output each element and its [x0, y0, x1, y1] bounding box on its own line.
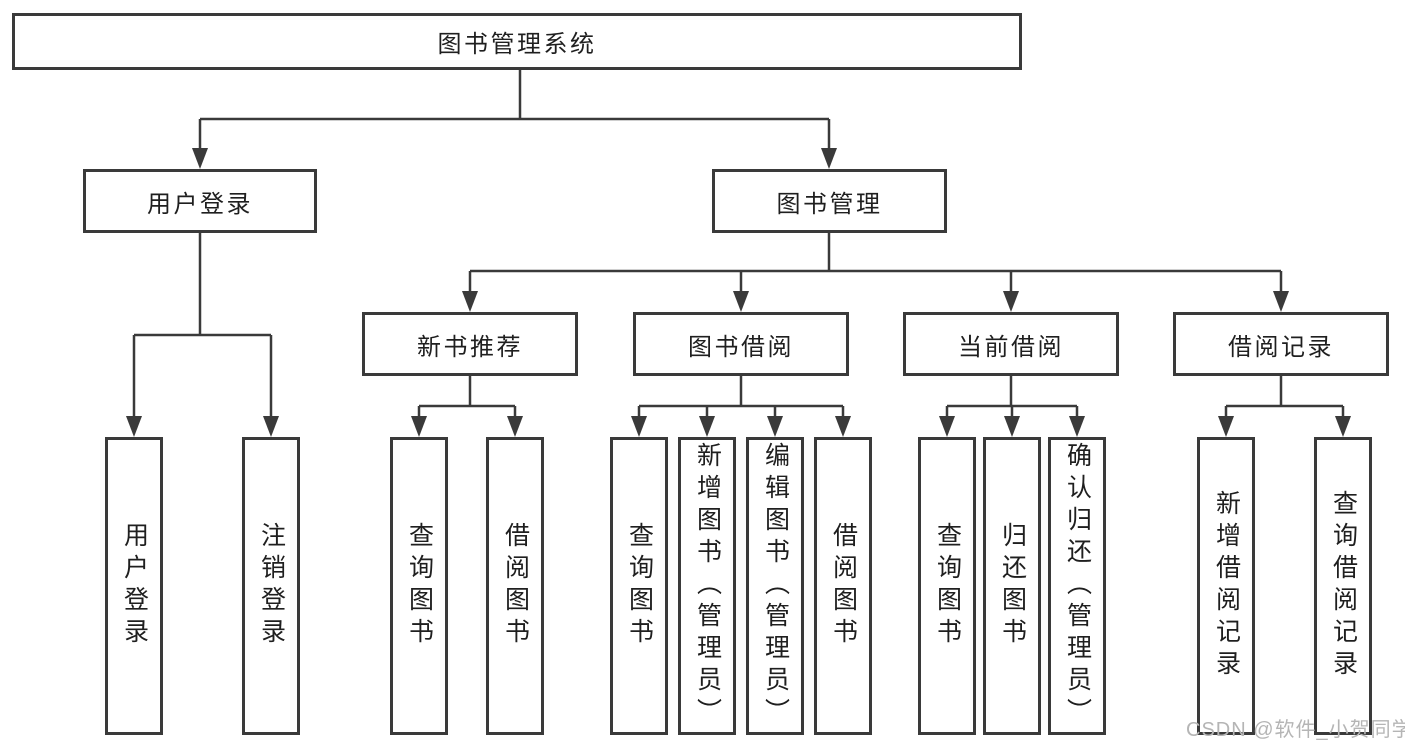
leaf-newbook-borrow: 借阅图书: [486, 437, 544, 735]
node-book-management: 图书管理: [712, 169, 947, 233]
leaf-newbook-query: 查询图书: [390, 437, 448, 735]
leaf-user-login-label: 用户登录: [120, 522, 149, 650]
leaf-user-login: 用户登录: [105, 437, 163, 735]
node-current-borrow-label: 当前借阅: [958, 333, 1064, 361]
leaf-current-confirm: 确认归还（管理员）: [1048, 437, 1106, 735]
leaf-borrow-query: 查询图书: [610, 437, 668, 735]
leaf-current-query-label: 查询图书: [933, 522, 962, 650]
node-new-book-recommend: 新书推荐: [362, 312, 578, 376]
leaf-borrow-query-label: 查询图书: [625, 522, 654, 650]
node-borrow-records: 借阅记录: [1173, 312, 1389, 376]
leaf-records-add: 新增借阅记录: [1197, 437, 1255, 735]
leaf-current-query: 查询图书: [918, 437, 976, 735]
node-system: 图书管理系统: [12, 13, 1022, 70]
leaf-current-confirm-label: 确认归还（管理员）: [1063, 442, 1092, 730]
arrowheads: [126, 148, 1351, 437]
node-new-book-recommend-label: 新书推荐: [417, 333, 523, 361]
leaf-borrow-borrow: 借阅图书: [814, 437, 872, 735]
leaf-logout: 注销登录: [242, 437, 300, 735]
leaf-borrow-edit-label: 编辑图书（管理员）: [761, 442, 790, 730]
node-book-management-label: 图书管理: [776, 190, 883, 218]
node-borrow-records-label: 借阅记录: [1228, 333, 1334, 361]
leaf-borrow-borrow-label: 借阅图书: [829, 522, 858, 650]
leaf-records-query-label: 查询借阅记录: [1329, 490, 1358, 682]
node-login-module-label: 用户登录: [147, 190, 253, 218]
node-login-module: 用户登录: [83, 169, 317, 233]
leaf-newbook-borrow-label: 借阅图书: [501, 522, 530, 650]
leaf-current-return-label: 归还图书: [998, 522, 1027, 650]
leaf-borrow-add-label: 新增图书（管理员）: [693, 442, 722, 730]
node-system-label: 图书管理系统: [437, 31, 597, 58]
csdn-watermark: CSDN @软件_小贺同学: [1186, 719, 1405, 741]
leaf-borrow-add: 新增图书（管理员）: [678, 437, 736, 735]
leaf-newbook-query-label: 查询图书: [405, 522, 434, 650]
leaf-borrow-edit: 编辑图书（管理员）: [746, 437, 804, 735]
node-current-borrow: 当前借阅: [903, 312, 1119, 376]
node-book-borrow: 图书借阅: [633, 312, 849, 376]
leaf-records-query: 查询借阅记录: [1314, 437, 1372, 735]
leaf-logout-label: 注销登录: [257, 522, 286, 650]
leaf-records-add-label: 新增借阅记录: [1212, 490, 1241, 682]
node-book-borrow-label: 图书借阅: [688, 333, 794, 361]
leaf-current-return: 归还图书: [983, 437, 1041, 735]
